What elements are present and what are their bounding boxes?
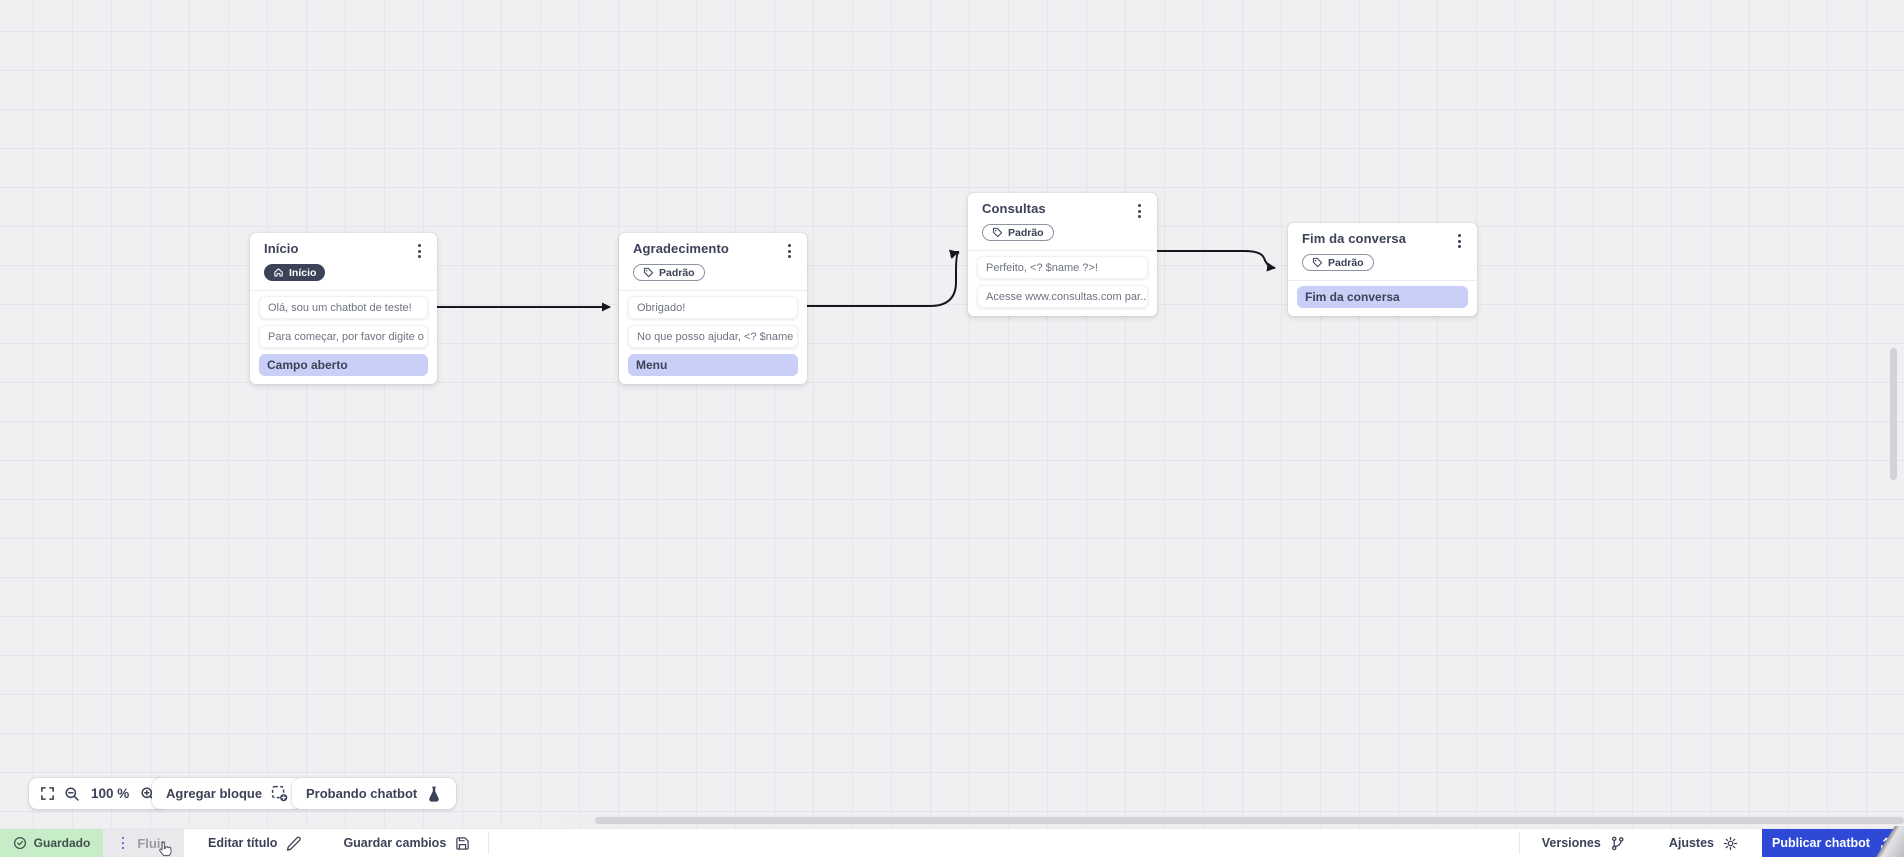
save-changes-button[interactable]: Guardar cambios <box>343 829 470 857</box>
zoom-out-icon[interactable] <box>64 786 80 802</box>
flow-menu-icon[interactable] <box>121 836 125 850</box>
horizontal-scrollbar-thumb[interactable] <box>595 817 1904 824</box>
tag-icon <box>992 227 1003 238</box>
node-menu-icon[interactable] <box>1454 231 1465 251</box>
node-consultas[interactable]: Consultas Padrão Perfeito, <? $name ?>! … <box>968 193 1157 316</box>
node-inicio[interactable]: Início Início Olá, sou um chatbot de tes… <box>250 233 437 384</box>
card-divider <box>250 290 437 291</box>
node-type-badge: Início <box>264 264 326 281</box>
tag-icon <box>643 267 654 278</box>
node-title: Consultas <box>982 201 1046 216</box>
edge-agradecimento-consultas <box>807 251 960 307</box>
node-type-badge: Padrão <box>1302 254 1374 271</box>
message-row[interactable]: Perfeito, <? $name ?>! <box>977 256 1148 279</box>
gear-icon <box>1723 836 1738 850</box>
versions-button[interactable]: Versiones <box>1520 829 1651 857</box>
pencil-icon <box>287 836 302 851</box>
flask-icon <box>426 785 442 802</box>
edge-consultas-fim <box>1157 250 1276 272</box>
check-circle-icon <box>13 836 26 850</box>
card-divider <box>1288 280 1477 281</box>
publish-chatbot-button[interactable]: Publicar chatbot <box>1762 829 1904 857</box>
node-menu-icon[interactable] <box>784 241 795 261</box>
zoom-level: 100 % <box>91 786 130 801</box>
node-menu-icon[interactable] <box>1134 201 1145 221</box>
card-divider <box>619 290 807 291</box>
message-row[interactable]: Olá, sou um chatbot de teste! <box>259 296 428 319</box>
node-type-badge: Padrão <box>982 224 1054 241</box>
node-title: Início <box>264 241 299 256</box>
message-row[interactable]: Para começar, por favor digite o ... <box>259 325 428 348</box>
divider <box>488 832 490 854</box>
card-divider <box>968 250 1157 251</box>
action-row-menu[interactable]: Menu <box>628 354 798 376</box>
node-fim-da-conversa[interactable]: Fim da conversa Padrão Fim da conversa <box>1288 223 1477 316</box>
test-chatbot-label: Probando chatbot <box>306 786 418 801</box>
add-block-label: Agregar bloque <box>166 786 263 801</box>
add-block-button[interactable]: Agregar bloque <box>152 778 303 809</box>
settings-button[interactable]: Ajustes <box>1651 829 1762 857</box>
zoom-toolbar: 100 % <box>29 778 168 809</box>
divider <box>1518 832 1520 854</box>
save-icon <box>456 836 470 850</box>
vertical-scrollbar-thumb[interactable] <box>1890 348 1897 480</box>
tag-icon <box>1312 257 1323 268</box>
saved-label: Guardado <box>33 836 91 850</box>
edit-title-button[interactable]: Editar título <box>208 829 302 857</box>
status-bar: Guardado Fluir Editar título Guardar cam… <box>0 828 1904 857</box>
fit-screen-icon[interactable] <box>40 786 55 801</box>
node-type-badge: Padrão <box>633 264 705 281</box>
action-row-fim[interactable]: Fim da conversa <box>1297 286 1468 308</box>
test-chatbot-button[interactable]: Probando chatbot <box>292 778 457 809</box>
message-row[interactable]: Obrigado! <box>628 296 798 319</box>
node-menu-icon[interactable] <box>414 241 425 261</box>
message-row[interactable]: No que posso ajudar, <? $name ... <box>628 325 798 348</box>
node-title: Fim da conversa <box>1302 231 1407 246</box>
saved-status-badge: Guardado <box>0 829 103 857</box>
flow-tab-label: Fluir <box>137 835 166 851</box>
upload-icon <box>1881 837 1892 850</box>
message-row[interactable]: Acesse www.consultas.com par... <box>977 285 1148 308</box>
home-icon <box>274 268 283 277</box>
node-title: Agradecimento <box>633 241 729 256</box>
node-agradecimento[interactable]: Agradecimento Padrão Obrigado! No que po… <box>619 233 807 384</box>
git-branch-icon <box>1611 836 1624 850</box>
action-row-campo-aberto[interactable]: Campo aberto <box>259 354 428 376</box>
horizontal-scrollbar[interactable] <box>560 816 1904 825</box>
tab-flow[interactable]: Fluir <box>103 829 184 857</box>
add-block-icon <box>271 785 288 802</box>
